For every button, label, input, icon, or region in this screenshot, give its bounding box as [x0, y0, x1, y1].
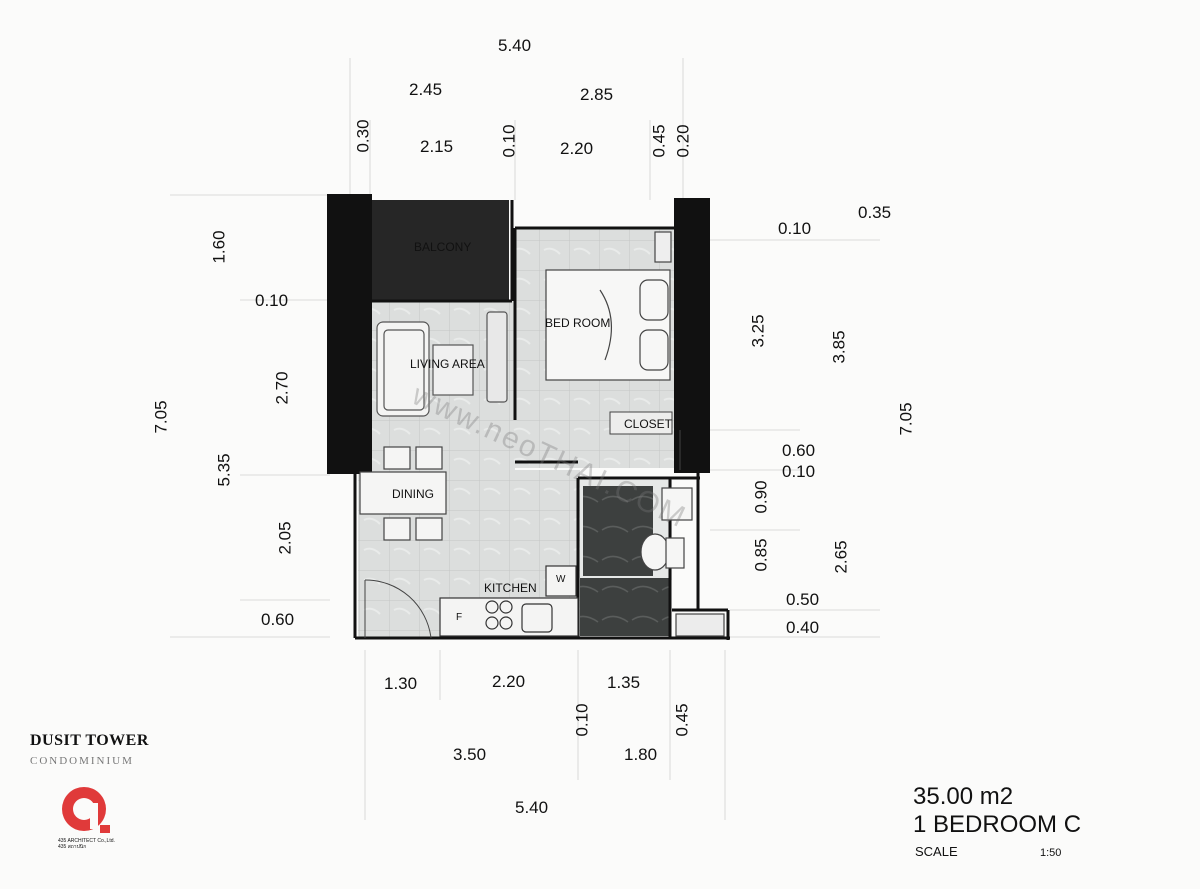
vanity-floor: [583, 486, 653, 576]
bed: [545, 231, 672, 381]
dim-left-wall: 0.10: [255, 291, 289, 310]
dim-bottom-a: 1.30: [384, 674, 418, 693]
dim-top-f: 0.20: [673, 124, 693, 158]
company-name: 435 ARCHITECT Co.,Ltd. 435 สถาปนิก: [58, 838, 115, 850]
scale-label: SCALE: [915, 844, 958, 859]
guide-lines: [170, 58, 880, 820]
entry-door: [364, 579, 432, 639]
dim-right-top-wall: 0.10: [778, 219, 812, 238]
dim-top-a: 0.30: [353, 119, 373, 153]
sofa: [376, 311, 508, 417]
dim-left-living: 2.70: [272, 371, 292, 405]
dim-bottom-wall2: 0.45: [672, 703, 692, 737]
dim-bottom-b: 2.20: [492, 672, 526, 691]
dim-bottom-right-total: 1.80: [624, 745, 658, 764]
dim-right-total: 7.05: [896, 402, 916, 436]
dim-right-shower: 0.50: [786, 590, 820, 609]
scale-value: 1:50: [1040, 847, 1062, 859]
dim-left-upper: 1.60: [209, 230, 229, 264]
dim-bottom-total: 5.40: [515, 798, 549, 817]
living-area-label: LIVING AREA: [410, 357, 485, 371]
dim-right-wall2: 0.10: [782, 462, 816, 481]
dim-right-closet: 0.60: [782, 441, 816, 460]
company-line2: 435 สถาปนิก: [58, 844, 87, 850]
dim-left-lower-total: 5.35: [214, 453, 234, 487]
dim-right-top-offset: 0.35: [858, 203, 892, 222]
dim-top-b: 2.15: [420, 137, 454, 156]
right-wall: [674, 198, 710, 473]
dim-top-left: 2.45: [409, 80, 443, 99]
dim-right-bath-total: 2.65: [831, 540, 851, 574]
dim-bottom-wall: 0.10: [572, 703, 592, 737]
kitchen-label: KITCHEN: [484, 581, 537, 595]
bedroom-label: BED ROOM: [545, 316, 611, 330]
dining-label: DINING: [392, 487, 434, 501]
company-line1: 435 ARCHITECT Co.,Ltd.: [58, 838, 115, 844]
dim-bottom-left-total: 3.50: [453, 745, 487, 764]
closet-label: CLOSET: [624, 417, 673, 431]
brand-title: DUSIT TOWER: [30, 732, 149, 749]
dim-right-bedroom-total: 3.85: [829, 330, 849, 364]
balcony-label: BALCONY: [414, 240, 472, 254]
dim-right-bottom: 0.40: [786, 618, 820, 637]
dim-top-right: 2.85: [580, 85, 614, 104]
dim-left-total: 7.05: [151, 400, 171, 434]
dim-right-bath1: 0.90: [751, 480, 771, 514]
unit-area: 35.00 m2: [913, 783, 1014, 810]
dim-top-c: 0.10: [499, 124, 519, 158]
kitchen-counter: [439, 565, 579, 637]
dim-right-bath2: 0.85: [751, 538, 771, 572]
bathroom-fixtures: [640, 487, 725, 637]
unit-type: 1 BEDROOM C: [913, 811, 1082, 838]
dim-left-bottom: 0.60: [261, 610, 295, 629]
dim-right-bedroom: 3.25: [748, 314, 768, 348]
dim-bottom-c: 1.35: [607, 673, 641, 692]
dim-top-total: 5.40: [498, 36, 532, 55]
dim-top-d: 2.20: [560, 139, 594, 158]
dim-left-dining: 2.05: [275, 521, 295, 555]
brand-subtitle: CONDOMINIUM: [30, 755, 134, 767]
balcony-area: [372, 200, 509, 300]
washer-label: W: [556, 574, 566, 585]
dim-top-e: 0.45: [649, 124, 669, 158]
closet: [609, 411, 681, 470]
left-wall: [327, 194, 372, 474]
logo-icon: [62, 787, 110, 833]
fridge-label: F: [456, 612, 463, 623]
company-logo: [60, 785, 112, 840]
shower-floor: [580, 578, 670, 636]
dining-table: [359, 446, 447, 541]
